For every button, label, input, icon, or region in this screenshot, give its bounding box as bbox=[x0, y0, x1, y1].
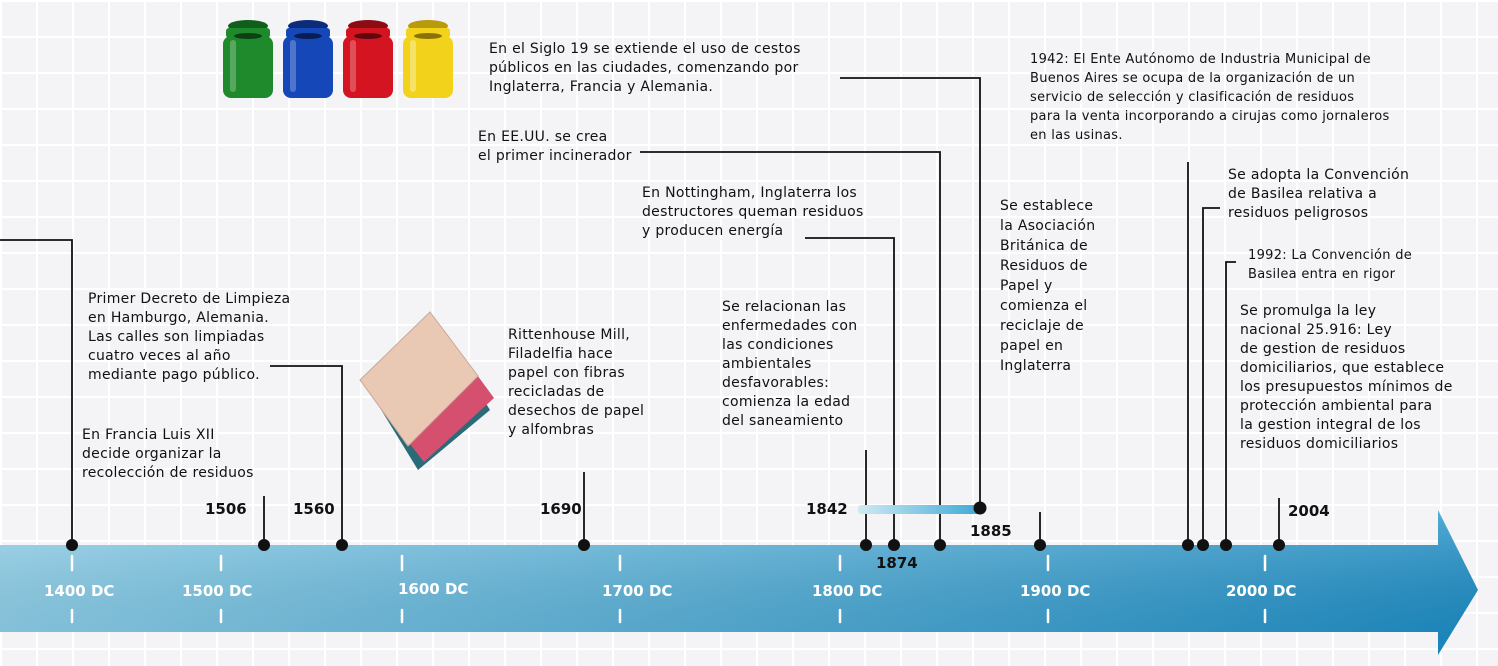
event-eeuu-note: En EE.UU. se crea el primer incinerador bbox=[478, 129, 632, 164]
century-label-1900: 1900 DC bbox=[1020, 582, 1091, 600]
century-label-2000: 2000 DC bbox=[1226, 582, 1297, 600]
connector-lines bbox=[0, 77, 1280, 545]
century-label-1600: 1600 DC bbox=[398, 580, 469, 598]
event-hamburgo-note: Primer Decreto de Limpieza en Hamburgo, … bbox=[88, 291, 291, 383]
event-ley-25916-note: Se promulga la ley nacional 25.916: Ley … bbox=[1240, 303, 1453, 452]
event-1942-note: 1942: El Ente Autónomo de Industria Muni… bbox=[1030, 52, 1390, 143]
event-basilea-1992-note: 1992: La Convención de Basilea entra en … bbox=[1248, 248, 1413, 282]
event-francia-note: En Francia Luis XII decide organizar la … bbox=[82, 427, 254, 481]
event-rittenhouse-note: Rittenhouse Mill, Filadelfia hace papel … bbox=[508, 327, 645, 438]
year-label-1690: 1690 bbox=[540, 500, 582, 518]
century-label-1800: 1800 DC bbox=[812, 582, 883, 600]
timeline-arrow bbox=[0, 510, 1478, 655]
event-siglo19-note: En el Siglo 19 se extiende el uso de ces… bbox=[489, 41, 801, 95]
year-label-1842: 1842 bbox=[806, 500, 848, 518]
century-label-1700: 1700 DC bbox=[602, 582, 673, 600]
event-nottingham-note: En Nottingham, Inglaterra los destructor… bbox=[642, 185, 864, 239]
century-label-1400: 1400 DC bbox=[44, 582, 115, 600]
recycling-bins-icon bbox=[223, 20, 453, 98]
year-label-1874: 1874 bbox=[876, 554, 918, 572]
event-asociacion-note: Se establece la Asociación Británica de … bbox=[1000, 198, 1096, 374]
timeline-dots bbox=[66, 501, 1285, 551]
year-label-1506: 1506 bbox=[205, 500, 247, 518]
period-bar-1842-1885 bbox=[858, 505, 980, 514]
year-label-2004: 2004 bbox=[1288, 502, 1330, 520]
century-label-1500: 1500 DC bbox=[182, 582, 253, 600]
century-ticks bbox=[70, 554, 1267, 624]
event-basilea-note: Se adopta la Convención de Basilea relat… bbox=[1228, 167, 1410, 221]
year-label-1885: 1885 bbox=[970, 522, 1012, 540]
year-label-1560: 1560 bbox=[293, 500, 335, 518]
paper-sheets-icon bbox=[359, 311, 494, 470]
event-saneamiento-note: Se relacionan las enfermedades con las c… bbox=[722, 299, 858, 429]
